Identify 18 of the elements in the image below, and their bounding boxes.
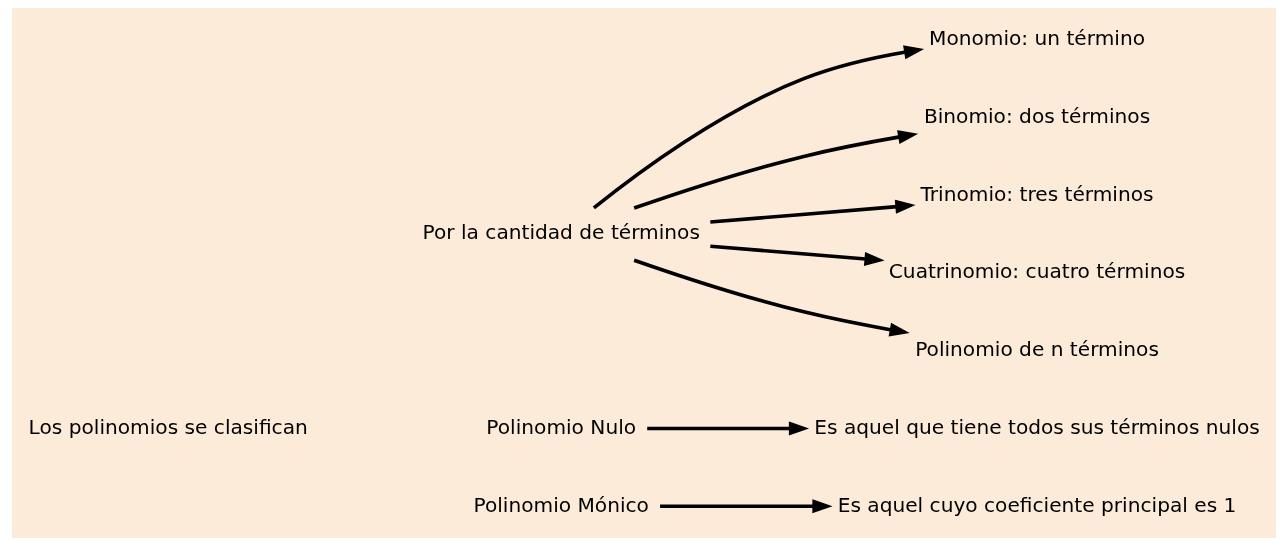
node-text: Binomio: dos términos bbox=[923, 103, 1150, 128]
node-text: Polinomio de n términos bbox=[914, 337, 1159, 362]
node-text: Por la cantidad de términos bbox=[422, 220, 700, 245]
arrow bbox=[709, 199, 916, 224]
node-text: Trinomio: tres términos bbox=[919, 181, 1154, 206]
arrow bbox=[646, 421, 809, 436]
node-text: Es aquel que tiene todos sus términos nulos bbox=[813, 414, 1260, 439]
arrow bbox=[633, 258, 910, 337]
node-text: Monomio: un término bbox=[928, 26, 1145, 51]
arrow bbox=[592, 45, 924, 210]
node-text: Polinomio Nulo bbox=[485, 414, 636, 439]
node-text: Es aquel cuyo coeficiente principal es 1 bbox=[837, 492, 1236, 517]
node-text: Los polinomios se clasifican bbox=[28, 414, 308, 439]
arrow bbox=[709, 244, 885, 266]
node-text: Polinomio Mónico bbox=[473, 492, 649, 517]
arrow bbox=[659, 499, 833, 514]
node-text: Cuatrinomio: cuatro términos bbox=[888, 259, 1185, 284]
arrow bbox=[633, 130, 918, 210]
